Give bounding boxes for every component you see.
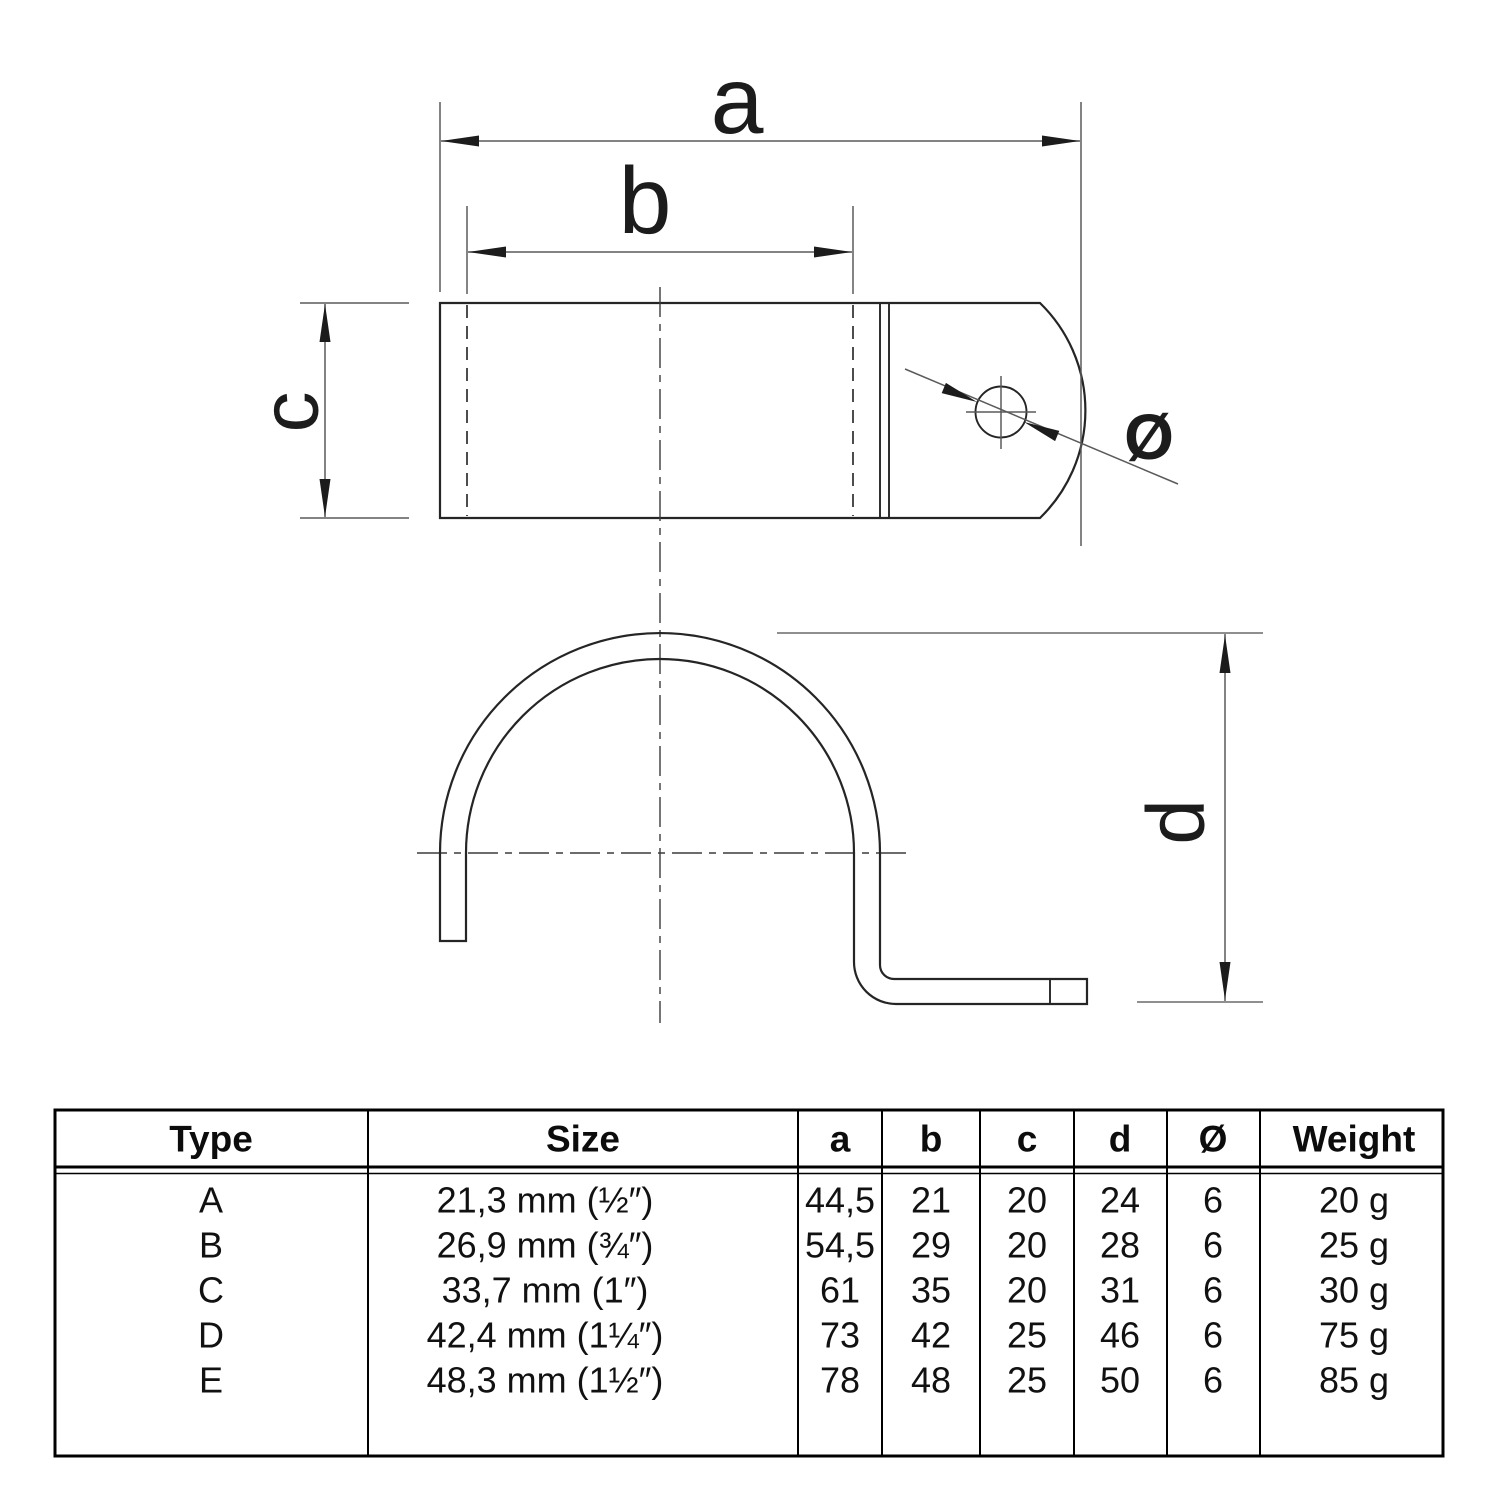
cell-a: 78 (820, 1360, 860, 1401)
cell-c: 25 (1007, 1315, 1047, 1356)
col-header-diameter: Ø (1199, 1119, 1228, 1160)
cell-c: 20 (1007, 1270, 1047, 1311)
top-view (438, 301, 1087, 520)
cell-size: 42,4 mm (1¼″) (427, 1315, 664, 1356)
cell-size: 33,7 mm (1″) (442, 1270, 649, 1311)
cell-weight: 20 g (1319, 1180, 1389, 1221)
cell-b: 29 (911, 1225, 951, 1266)
cell-weight: 25 g (1319, 1225, 1389, 1266)
dimension-b: b (466, 148, 854, 294)
cell-b: 48 (911, 1360, 951, 1401)
cell-size: 26,9 mm (¾″) (437, 1225, 654, 1266)
dim-a-label: a (711, 48, 764, 154)
cell-type: D (198, 1315, 224, 1356)
strap-outline (438, 301, 1087, 520)
cell-a: 61 (820, 1270, 860, 1311)
table-row: D 42,4 mm (1¼″) 73 42 25 46 6 75 g (198, 1315, 1389, 1356)
saddle-outline (438, 631, 1089, 1006)
cell-diameter: 6 (1203, 1180, 1223, 1221)
col-header-weight: Weight (1293, 1119, 1416, 1160)
cell-d: 31 (1100, 1270, 1140, 1311)
cell-type: A (199, 1180, 223, 1221)
cell-c: 20 (1007, 1180, 1047, 1221)
col-header-c: c (1017, 1119, 1038, 1160)
col-header-a: a (830, 1119, 851, 1160)
cell-a: 54,5 (805, 1225, 875, 1266)
table-row: A 21,3 mm (½″) 44,5 21 20 24 6 20 g (199, 1180, 1389, 1221)
cell-type: E (199, 1360, 223, 1401)
cell-a: 44,5 (805, 1180, 875, 1221)
cell-b: 21 (911, 1180, 951, 1221)
cell-type: B (199, 1225, 223, 1266)
cell-weight: 30 g (1319, 1270, 1389, 1311)
cell-diameter: 6 (1203, 1360, 1223, 1401)
cell-diameter: 6 (1203, 1225, 1223, 1266)
table-row: C 33,7 mm (1″) 61 35 20 31 6 30 g (198, 1270, 1389, 1311)
dimension-d: d (777, 632, 1263, 1003)
cell-d: 50 (1100, 1360, 1140, 1401)
cell-type: C (198, 1270, 224, 1311)
col-header-size: Size (546, 1119, 620, 1160)
cell-diameter: 6 (1203, 1270, 1223, 1311)
cell-d: 28 (1100, 1225, 1140, 1266)
dim-d-label: d (1131, 799, 1222, 845)
col-header-b: b (920, 1119, 943, 1160)
dim-b-label: b (619, 148, 672, 254)
table-outer-border (53, 1108, 1445, 1458)
cell-diameter: 6 (1203, 1315, 1223, 1356)
dim-c-label: c (245, 392, 336, 433)
dimensions-table: Type Size a b c d Ø Weight A 21,3 mm (½″… (53, 1108, 1445, 1458)
cell-b: 35 (911, 1270, 951, 1311)
cell-weight: 75 g (1319, 1315, 1389, 1356)
hole-diameter-leader: Ø (904, 368, 1179, 485)
table-row: E 48,3 mm (1½″) 78 48 25 50 6 85 g (199, 1360, 1389, 1401)
table-row: B 26,9 mm (¾″) 54,5 29 20 28 6 25 g (199, 1225, 1389, 1266)
cell-b: 42 (911, 1315, 951, 1356)
dimension-a: a (439, 48, 1082, 546)
cell-d: 24 (1100, 1180, 1140, 1221)
cell-a: 73 (820, 1315, 860, 1356)
cell-d: 46 (1100, 1315, 1140, 1356)
col-header-type: Type (169, 1119, 253, 1160)
col-header-d: d (1109, 1119, 1132, 1160)
dimension-c: c (245, 302, 409, 519)
cell-size: 48,3 mm (1½″) (427, 1360, 664, 1401)
cell-size: 21,3 mm (½″) (437, 1180, 654, 1221)
cell-c: 20 (1007, 1225, 1047, 1266)
diameter-symbol-label: Ø (1124, 401, 1174, 473)
cell-weight: 85 g (1319, 1360, 1389, 1401)
side-view (438, 631, 1089, 1006)
cell-c: 25 (1007, 1360, 1047, 1401)
